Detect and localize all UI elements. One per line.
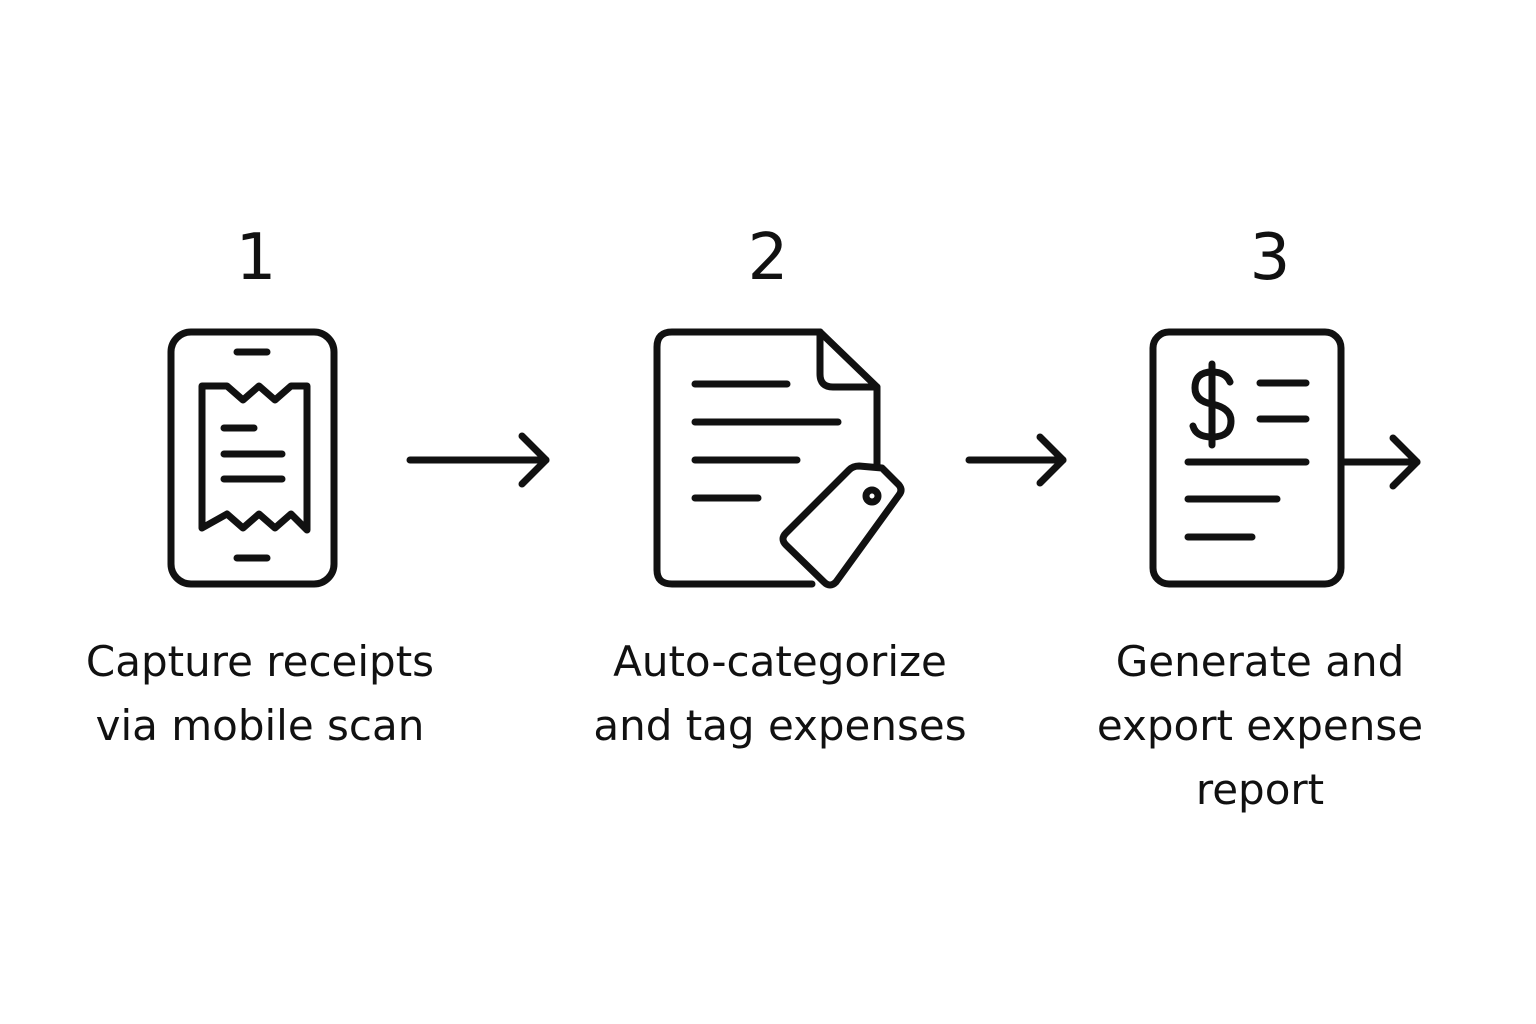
phone-receipt-icon xyxy=(167,328,338,588)
step-2-label: Auto-categorize and tag expenses xyxy=(560,630,1000,758)
step-2-number: 2 xyxy=(747,221,789,295)
arrow-right-icon xyxy=(406,432,550,488)
dollar-report-export-icon xyxy=(1149,328,1421,588)
step-1-label-line-1: Capture receipts xyxy=(85,637,435,686)
step-3-label-line-3: report xyxy=(1195,765,1325,814)
step-2-label-line-2: and tag expenses xyxy=(593,701,967,750)
step-3-label-line-2: export expense xyxy=(1096,701,1424,750)
step-3-label-line-1: Generate and xyxy=(1115,637,1405,686)
document-tag-icon xyxy=(653,328,905,589)
step-2-label-line-1: Auto-categorize xyxy=(613,637,947,686)
step-1-number: 1 xyxy=(235,221,277,295)
step-1-label: Capture receipts via mobile scan xyxy=(40,630,480,758)
step-3-number: 3 xyxy=(1249,221,1291,295)
step-3-label: Generate and export expense report xyxy=(1040,630,1480,822)
step-1-label-line-2: via mobile scan xyxy=(95,701,425,750)
arrow-right-icon xyxy=(965,433,1067,487)
